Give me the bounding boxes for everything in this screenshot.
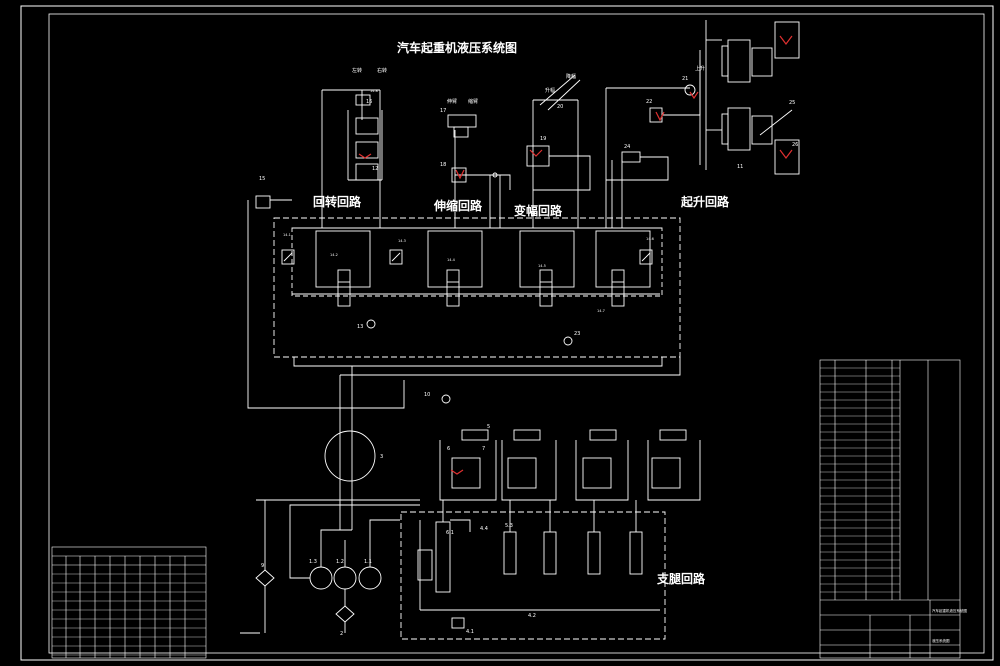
pump-1-2: [333, 566, 357, 590]
slewing-circuit-label: 回转回路: [313, 194, 362, 209]
hoist-up-label: 上升: [695, 65, 705, 72]
telescoping-circuit-label: 伸缩回路: [433, 198, 483, 213]
label-15: 15: [259, 176, 265, 182]
label-1-1: 1.1: [364, 559, 372, 565]
luffing-raise-label: 升幅: [545, 87, 555, 94]
label-25: 25: [789, 100, 795, 106]
parameter-table: [51, 546, 207, 659]
label-14-6: 14.6: [646, 237, 654, 241]
label-7: 7: [482, 446, 485, 452]
multi-way-valve-block: [273, 217, 681, 358]
label-17: 17: [440, 108, 446, 114]
telescope-extend-label: 伸臂: [447, 98, 457, 105]
valve-section-4: [595, 230, 651, 288]
label-16: 16: [366, 99, 372, 105]
label-4-1: 4.1: [466, 629, 474, 635]
label-19: 19: [540, 136, 546, 142]
slew-right-label: 右转: [377, 67, 387, 74]
label-1-3: 1.3: [309, 559, 317, 565]
label-14-4: 14.4: [447, 258, 456, 262]
luffing-circuit-label: 变幅回路: [514, 203, 563, 218]
label-14-7: 14.7: [597, 309, 605, 313]
label-23: 23: [574, 331, 580, 337]
outrigger-valve-block: [400, 511, 666, 640]
label-20: 20: [557, 104, 563, 110]
label-18: 18: [440, 162, 446, 168]
label-3: 3: [380, 454, 383, 460]
pump-1-3: [309, 566, 333, 590]
label-21: 21: [682, 76, 688, 82]
label-10: 10: [424, 392, 430, 398]
title-block-company: 液压系统图: [932, 638, 950, 643]
label-4-2: 4.2: [528, 613, 536, 619]
label-5-3: 5.3: [505, 523, 513, 529]
label-13: 13: [357, 324, 363, 330]
label-14-8: 14.8: [370, 89, 378, 93]
label-12: 12: [372, 166, 378, 172]
parameter-table-rows: [52, 573, 206, 656]
label-4-4: 4.4: [480, 526, 488, 532]
slew-left-label: 左转: [352, 67, 362, 74]
label-22: 22: [646, 99, 652, 105]
telescope-retract-label: 缩臂: [468, 98, 478, 105]
label-6: 6: [447, 446, 450, 452]
pump-1-1: [358, 566, 382, 590]
valve-inner-group: [291, 227, 663, 297]
outrigger-circuit-label: 支腿回路: [656, 571, 706, 586]
diagram-title: 汽车起重机液压系统图: [397, 40, 517, 55]
label-1-2: 1.2: [336, 559, 344, 565]
label-24: 24: [624, 144, 630, 150]
title-block-drawing-name: 汽车起重机液压系统图: [932, 608, 967, 613]
title-block-rows: [820, 367, 900, 593]
label-14-1: 14.1: [283, 233, 291, 237]
label-26: 26: [792, 142, 798, 148]
inner-frame: [48, 13, 985, 654]
label-14-5: 14.5: [538, 264, 546, 268]
label-14-2: 14.2: [330, 253, 338, 257]
label-2: 2: [340, 631, 343, 637]
label-11: 11: [737, 164, 743, 170]
hoisting-circuit-label: 起升回路: [680, 194, 730, 209]
valve-section-2: [427, 230, 483, 288]
valve-section-3: [519, 230, 575, 288]
title-block: [819, 359, 961, 659]
label-14-3: 14.3: [398, 239, 406, 243]
label-6-1: 6.1: [446, 530, 454, 536]
rotary-joint-3: [324, 430, 376, 482]
label-9: 9: [261, 563, 264, 569]
label-5: 5: [487, 424, 490, 430]
luffing-lower-label: 降幅: [566, 73, 576, 80]
outer-frame: [20, 5, 994, 661]
valve-section-1: [315, 230, 371, 288]
